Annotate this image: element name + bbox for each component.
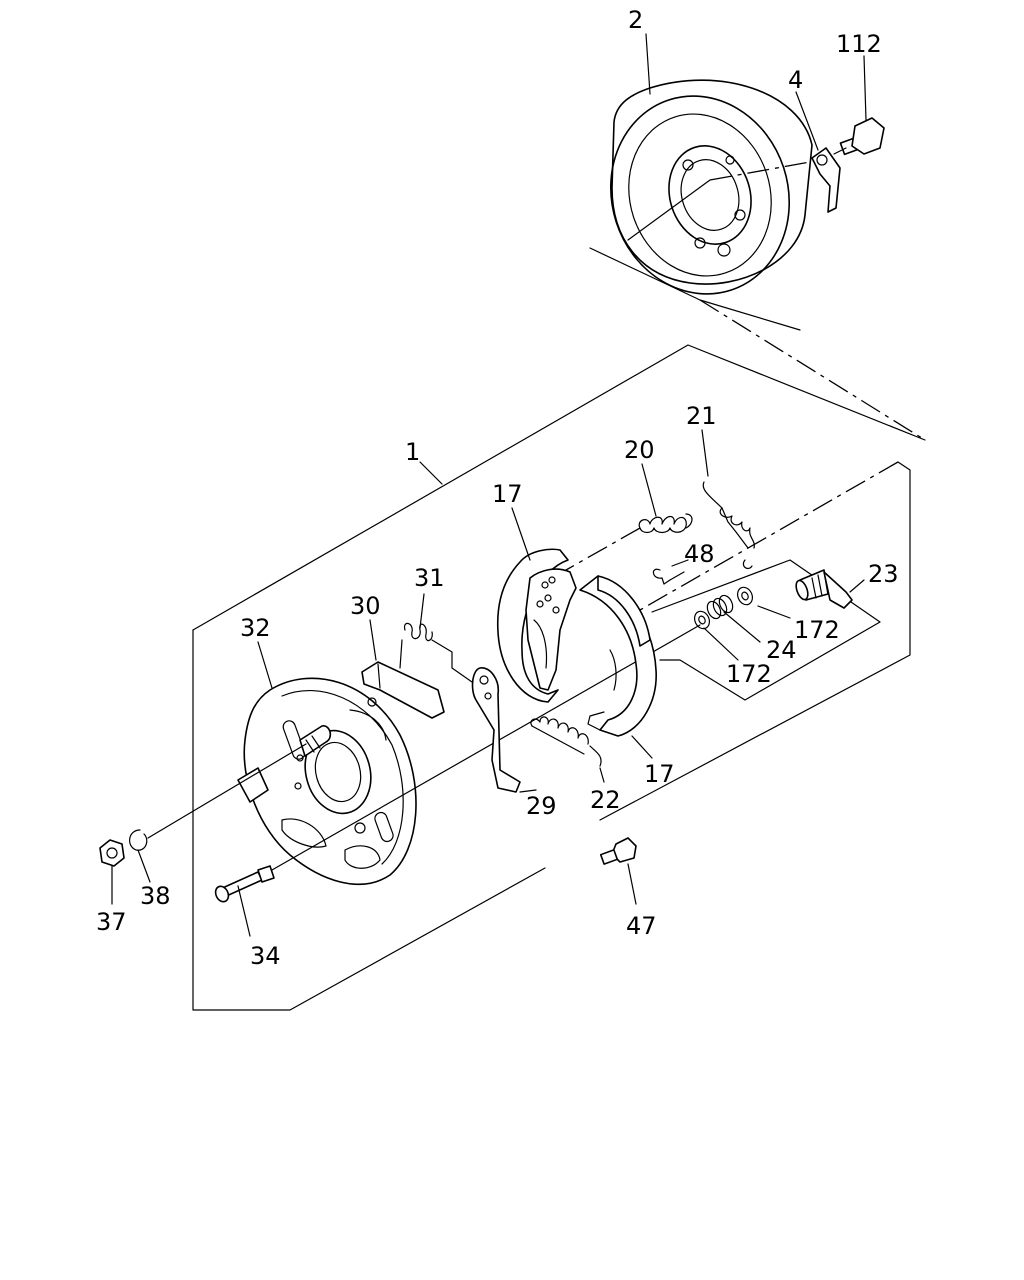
callout-48: 48 <box>684 540 715 568</box>
brake-drum <box>609 79 813 295</box>
callout-labels: 1 2 4 112 17 20 21 48 23 172 24 172 31 3… <box>96 6 899 970</box>
bolt-part-47 <box>599 837 637 865</box>
spring-part-20 <box>565 513 693 571</box>
callout-30: 30 <box>350 592 381 620</box>
bolt-part-112 <box>833 117 885 156</box>
callout-1: 1 <box>405 438 420 466</box>
adjuster-washer-172b <box>737 586 753 606</box>
nut-part-37 <box>99 839 125 867</box>
callout-21: 21 <box>686 402 717 430</box>
callout-2: 2 <box>628 6 643 34</box>
brake-shoe-upper <box>496 548 577 703</box>
callout-172-right: 172 <box>794 616 840 644</box>
callout-37: 37 <box>96 908 127 936</box>
drum-frame <box>589 247 926 441</box>
callout-23: 23 <box>868 560 899 588</box>
callout-32: 32 <box>240 614 271 642</box>
spring-part-22 <box>530 716 602 767</box>
callout-4: 4 <box>788 66 803 94</box>
strut-part-30 <box>361 639 445 719</box>
callout-34: 34 <box>250 942 281 970</box>
callout-20: 20 <box>624 436 655 464</box>
callout-47: 47 <box>626 912 657 940</box>
bracket-part-4 <box>811 147 841 213</box>
callout-17-lower: 17 <box>644 760 675 788</box>
assembly-frame <box>192 344 926 1011</box>
stud-axis-line <box>147 743 307 839</box>
callout-24: 24 <box>766 636 797 664</box>
callout-31: 31 <box>414 564 445 592</box>
callout-38: 38 <box>140 882 171 910</box>
adjuster-spring-24 <box>706 594 734 620</box>
stud <box>299 725 332 757</box>
leader-lines <box>111 33 867 937</box>
lever-part-29 <box>471 667 521 793</box>
callout-17-upper: 17 <box>492 480 523 508</box>
callout-22: 22 <box>590 786 621 814</box>
spring-part-31 <box>403 622 473 683</box>
callout-29: 29 <box>526 792 557 820</box>
brake-shoe-lower <box>579 575 657 737</box>
callout-112: 112 <box>836 30 882 58</box>
adjuster-screw-23 <box>795 569 853 609</box>
washer-part-38 <box>129 829 148 851</box>
backing-plate <box>237 677 417 885</box>
adjuster-frame <box>651 559 881 701</box>
adjuster-washer-172a <box>694 610 710 630</box>
clip-part-48 <box>652 568 685 585</box>
pin-part-34 <box>214 624 701 903</box>
callout-172-left: 172 <box>726 660 772 688</box>
spring-part-21 <box>702 481 755 570</box>
